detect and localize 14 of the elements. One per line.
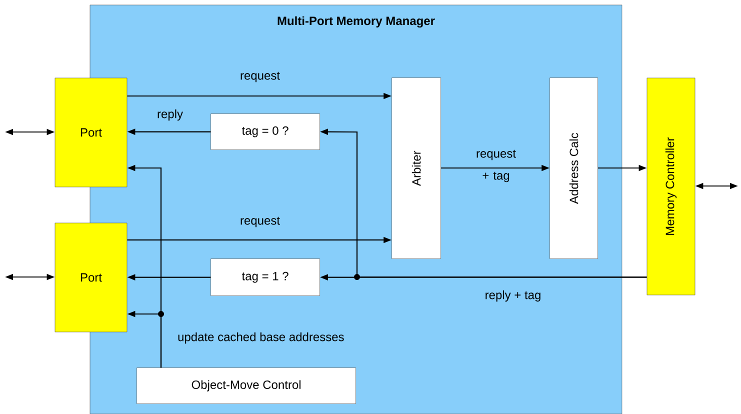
test-box: tag = 0 ?	[210, 114, 320, 150]
note-label: update cached base addresses	[178, 332, 344, 344]
port-box: Port	[54, 222, 128, 332]
arbiter-box: Arbiter	[392, 78, 441, 259]
edge-label: reply + tag	[486, 290, 540, 302]
edge-label: request + tag	[476, 150, 516, 182]
port-box: Port	[54, 78, 128, 188]
edge-label: reply	[158, 109, 183, 121]
edge-label: request	[240, 216, 280, 228]
controller-box: Memory Controller	[646, 78, 696, 296]
address-calc-box: Address Calc	[550, 78, 598, 259]
edge-label: request	[240, 72, 280, 82]
test-box: tag = 1 ?	[210, 258, 320, 296]
control-box: Object-Move Control	[136, 368, 356, 404]
